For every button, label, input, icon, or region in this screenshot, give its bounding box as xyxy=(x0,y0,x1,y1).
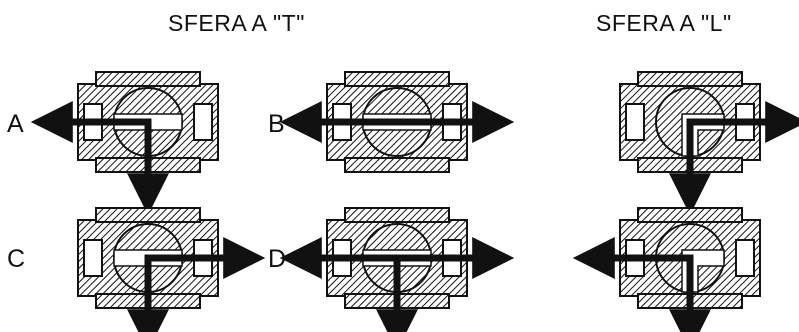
valve-bottom-boss xyxy=(344,157,450,173)
valve-top-boss xyxy=(95,207,201,223)
valve-top-boss xyxy=(637,71,743,87)
valve-seat-right xyxy=(735,239,755,277)
valve-seat-right xyxy=(193,103,213,141)
valve-a xyxy=(30,71,219,216)
valve-b xyxy=(279,71,515,173)
valve-top-boss xyxy=(95,71,201,87)
valve-c xyxy=(77,207,266,332)
label-c: C xyxy=(7,245,26,273)
valve-l-top xyxy=(619,71,799,216)
valve-top-boss xyxy=(637,207,743,223)
valve-seat-left xyxy=(625,103,645,141)
valve-d xyxy=(279,207,515,332)
title-t-ball: SFERA A "T" xyxy=(168,10,305,36)
valve-top-boss xyxy=(344,71,450,87)
valve-l-bottom xyxy=(572,207,761,332)
title-l-ball: SFERA A "L" xyxy=(596,10,732,36)
valve-seat-left xyxy=(83,239,103,277)
valve-top-boss xyxy=(344,207,450,223)
label-a: A xyxy=(7,110,24,138)
